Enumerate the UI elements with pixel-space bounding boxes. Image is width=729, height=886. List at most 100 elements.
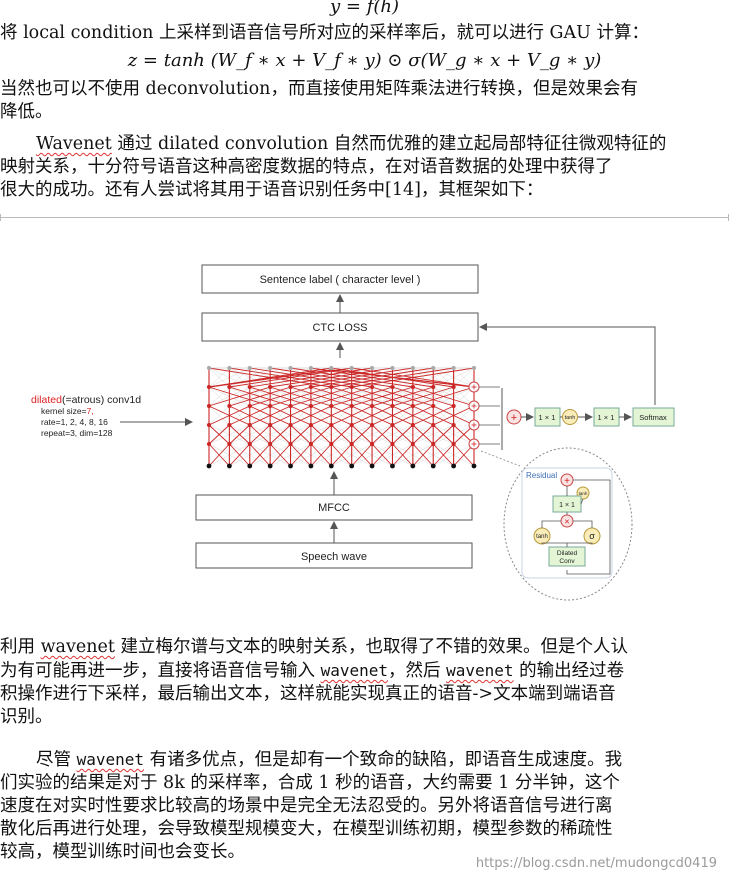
dilated-connection bbox=[249, 424, 271, 445]
softmax-text: Softmax bbox=[639, 413, 667, 422]
network-node bbox=[410, 384, 415, 390]
dilated-connection bbox=[229, 386, 291, 407]
network-node bbox=[247, 441, 252, 447]
network-node bbox=[349, 463, 355, 469]
dilated-connection bbox=[331, 386, 393, 407]
mesh-connection bbox=[392, 367, 414, 388]
paragraph-wavenet-mel: 利用 wavenet 建立梅尔谱与文本的映射关系，也取得了不错的效果。但是个人认… bbox=[0, 636, 729, 729]
dilated-connection bbox=[433, 405, 475, 426]
dilated-connection bbox=[371, 386, 434, 407]
network-node bbox=[226, 463, 232, 469]
conv1x1-b-text: 1 × 1 bbox=[598, 413, 615, 422]
network-node bbox=[410, 422, 415, 428]
network-node bbox=[431, 384, 436, 390]
dilated-connection bbox=[412, 424, 434, 445]
text-line: Wavenet 通过 dilated convolution 自然而优雅的建立起… bbox=[0, 133, 729, 156]
mesh-connection bbox=[412, 405, 434, 426]
misspelled-word: Wavenet bbox=[36, 134, 112, 154]
network-node bbox=[206, 365, 212, 371]
dilated-connection bbox=[331, 424, 352, 445]
dilated-connection bbox=[371, 443, 393, 467]
network-node bbox=[451, 403, 456, 409]
dilated-connection bbox=[392, 424, 414, 445]
text-span: 利用 bbox=[0, 637, 41, 657]
network-node bbox=[268, 441, 273, 447]
network-node bbox=[268, 422, 273, 428]
network-node bbox=[390, 463, 395, 469]
network-node bbox=[431, 403, 436, 409]
mesh-connection bbox=[269, 405, 291, 426]
dilated-connection bbox=[208, 386, 271, 407]
dilated-connection bbox=[229, 443, 251, 467]
mesh-connection bbox=[433, 367, 454, 388]
dilated-connection bbox=[229, 424, 251, 445]
dilated-connection bbox=[392, 405, 434, 426]
dilated-connection bbox=[331, 405, 373, 426]
network-node bbox=[267, 463, 273, 469]
network-node bbox=[288, 403, 293, 409]
network-node bbox=[349, 384, 354, 390]
network-node bbox=[308, 463, 314, 469]
mesh-connection bbox=[412, 367, 434, 388]
dilated-connection bbox=[412, 405, 454, 426]
network-node bbox=[410, 403, 415, 409]
residual-plus-sign: + bbox=[564, 476, 570, 487]
text-line: 速度在对实时性要求比较高的场景中是完全无法忍受的。另外将语音信号进行离 bbox=[0, 796, 613, 816]
network-node bbox=[349, 441, 354, 447]
mesh-connection bbox=[392, 405, 414, 426]
network-node bbox=[369, 384, 375, 390]
dilated-connection bbox=[432, 443, 454, 467]
residual-connectors bbox=[541, 479, 611, 575]
ctc-loss-box bbox=[201, 312, 479, 342]
text-span: 通过 dilated convolution 自然而优雅的建立起局部特征往微观特… bbox=[111, 134, 667, 154]
dilated-connection bbox=[351, 424, 373, 445]
dilated-connection bbox=[208, 424, 230, 445]
network-node bbox=[390, 384, 395, 390]
network-node bbox=[206, 441, 212, 447]
text-span: 有诸多优点，但是却有一个致命的缺陷，即语音生成速度。我 bbox=[144, 750, 623, 770]
network-node bbox=[329, 441, 334, 447]
residual-dilated-text: Dilated bbox=[557, 550, 578, 557]
network-node bbox=[227, 384, 232, 390]
text-span: ，然后 bbox=[388, 661, 447, 681]
dilated-connection bbox=[432, 424, 454, 445]
network-node bbox=[390, 403, 395, 409]
text-line: 将 local condition 上采样到语音信号所对应的采样率后，就可以进行… bbox=[0, 23, 649, 43]
dilated-connection bbox=[269, 443, 291, 467]
residual-block-frame bbox=[521, 467, 613, 579]
page-break-line bbox=[0, 217, 729, 218]
rate-label: rate=1, 2, 4, 8, 16 bbox=[41, 417, 108, 427]
page-break-tick-left bbox=[0, 214, 1, 221]
equation-y-fh: y = f(h) bbox=[330, 0, 399, 17]
dilated-connection bbox=[310, 367, 434, 388]
network-node bbox=[206, 463, 212, 469]
text-line: 识别。 bbox=[0, 707, 53, 727]
dilated-connection bbox=[249, 367, 373, 388]
text-line: 较高，模型训练时间也会变长。 bbox=[0, 842, 245, 862]
tanh-a-node bbox=[562, 409, 578, 425]
dilated-word: dilated bbox=[31, 394, 62, 406]
network-node bbox=[329, 422, 334, 428]
misspelled-word: wavenet bbox=[76, 750, 145, 769]
network-node bbox=[329, 384, 334, 390]
residual-times-sign: × bbox=[564, 517, 569, 527]
network-node bbox=[288, 365, 293, 371]
dilated-connection bbox=[392, 386, 454, 407]
equation-gau: z = tanh (W_f ∗ x + V_f ∗ y) ⊙ σ(W_g ∗ x… bbox=[127, 50, 602, 71]
network-node bbox=[288, 463, 293, 469]
misspelled-word: wavenet bbox=[40, 637, 115, 657]
mesh-connection bbox=[371, 367, 393, 388]
dilated-connection bbox=[371, 424, 393, 445]
network-node bbox=[247, 403, 252, 409]
dilated-connection bbox=[392, 443, 414, 467]
dilated-connection bbox=[290, 443, 312, 467]
dilated-connection bbox=[330, 443, 353, 467]
dilated-connection bbox=[208, 443, 230, 467]
network-node bbox=[328, 463, 334, 469]
mesh-connection bbox=[351, 405, 373, 426]
text-span: 的输出经过卷 bbox=[513, 661, 625, 681]
mfcc-box bbox=[195, 494, 473, 521]
mesh-connection bbox=[290, 405, 312, 426]
text-line: 利用 wavenet 建立梅尔谱与文本的映射关系，也取得了不错的效果。但是个人认 bbox=[0, 636, 729, 659]
network-node bbox=[288, 384, 293, 390]
